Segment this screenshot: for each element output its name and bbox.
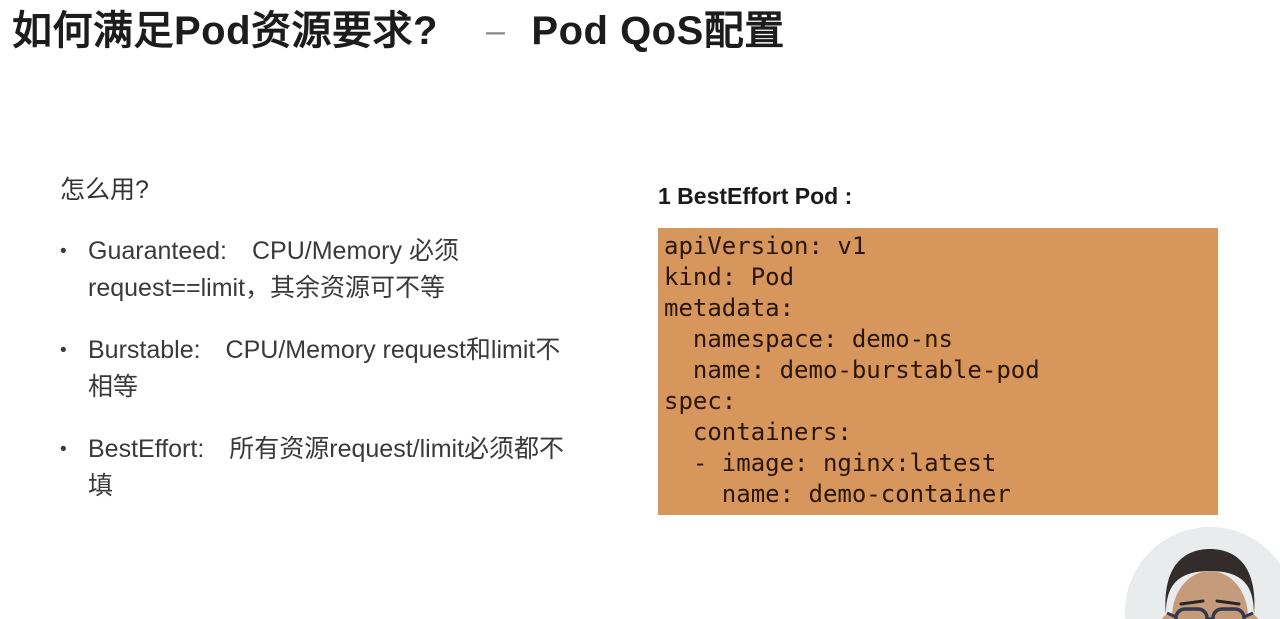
presenter-illustration (1125, 527, 1280, 619)
qos-bullet-list: • Guaranteed: CPU/Memory 必须 request==lim… (60, 233, 620, 505)
bullet-icon: • (60, 340, 67, 361)
presenter-glasses (1166, 607, 1254, 619)
bullet-line: BestEffort: 所有资源request/limit必须都不 (88, 435, 565, 463)
yaml-code-block: apiVersion: v1 kind: Pod metadata: names… (658, 228, 1218, 515)
presenter-hair (1165, 549, 1255, 615)
bullet-line: 相等 (88, 373, 139, 401)
bullet-line: Burstable: CPU/Memory request和limit不 (88, 336, 561, 364)
qos-bullet-burstable: • Burstable: CPU/Memory request和limit不 相… (60, 332, 620, 406)
slide-title: 如何满足Pod资源要求? –Pod QoS配置 (12, 6, 785, 56)
bullet-text-besteffort: BestEffort: 所有资源request/limit必须都不 填 (88, 431, 620, 505)
bullet-icon: • (60, 439, 67, 460)
code-block-title: 1 BestEffort Pod : (658, 183, 853, 209)
title-separator: – (485, 12, 506, 50)
webcam-avatar (1125, 527, 1280, 619)
qos-bullet-besteffort: • BestEffort: 所有资源request/limit必须都不 填 (60, 431, 620, 505)
bullet-line: request==limit，其余资源可不等 (88, 274, 446, 302)
bullet-line: 填 (88, 472, 114, 500)
bullet-icon: • (60, 241, 67, 262)
qos-bullet-guaranteed: • Guaranteed: CPU/Memory 必须 request==lim… (60, 233, 620, 307)
bullet-text-burstable: Burstable: CPU/Memory request和limit不 相等 (88, 332, 620, 406)
qos-usage-section: 怎么用? • Guaranteed: CPU/Memory 必须 request… (60, 170, 620, 530)
bullet-line: Guaranteed: CPU/Memory 必须 (88, 237, 459, 265)
bullet-text-guaranteed: Guaranteed: CPU/Memory 必须 request==limit… (88, 233, 620, 307)
title-sub: Pod QoS配置 (531, 9, 785, 53)
presenter-face (1172, 571, 1248, 619)
yaml-example-section: 1 BestEffort Pod : apiVersion: v1 kind: … (658, 183, 1218, 515)
usage-heading: 怎么用? (60, 176, 149, 204)
title-main: 如何满足Pod资源要求? (12, 9, 438, 53)
